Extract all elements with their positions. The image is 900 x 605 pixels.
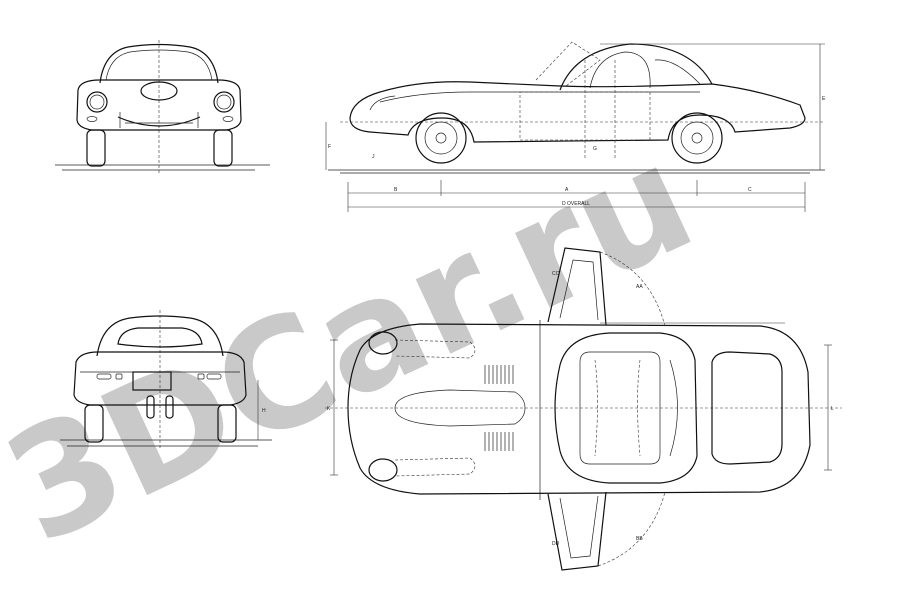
front-view (55, 40, 270, 175)
label-overall: D OVERALL (562, 201, 590, 207)
watermark-text: 3DCar.ru (0, 111, 717, 577)
label-j: J (372, 154, 375, 160)
label-f: F (328, 144, 331, 150)
watermark: 3DCar.ru (0, 111, 717, 577)
label-b: B (394, 187, 398, 193)
side-view: B A C D OVERALL E F G J (325, 41, 826, 212)
top-view: K L AA BB CC DD (325, 247, 842, 571)
label-h: H (262, 408, 266, 414)
label-l: L (831, 406, 834, 412)
label-c: C (748, 187, 752, 193)
louvres-upper (484, 365, 514, 384)
label-dd: DD (552, 541, 560, 547)
label-aa: AA (636, 284, 643, 290)
label-k: K (327, 406, 331, 412)
label-cc: CC (552, 271, 560, 277)
rear-view: H (60, 310, 272, 448)
louvres-lower (484, 432, 514, 451)
label-a: A (565, 187, 569, 193)
label-g: G (593, 146, 597, 152)
label-bb: BB (636, 536, 643, 542)
label-e: E (822, 96, 826, 102)
